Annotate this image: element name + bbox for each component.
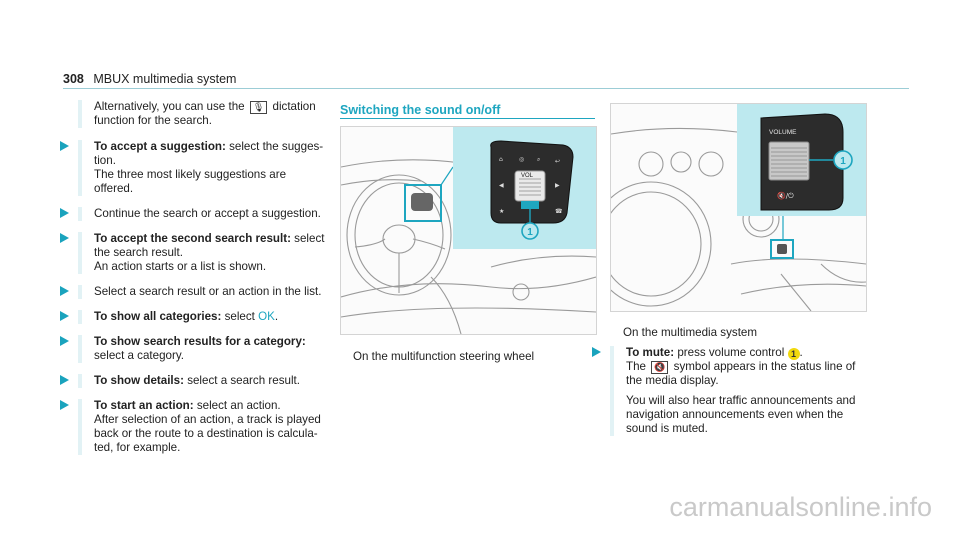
highlight-box — [404, 184, 442, 222]
svg-text:⌂: ⌂ — [499, 156, 503, 163]
figure1-caption: On the multifunction steering wheel — [353, 350, 535, 363]
step-arrow-icon — [60, 375, 69, 385]
highlight-box — [770, 239, 794, 259]
svg-text:↩: ↩ — [555, 158, 560, 165]
callout-marker — [833, 150, 853, 170]
page-header-title: MBUX multimedia system — [93, 72, 237, 86]
step-arrow-icon — [60, 311, 69, 321]
step-arrow-icon — [592, 347, 601, 357]
step-arrow-icon — [60, 233, 69, 243]
svg-text:⌕: ⌕ — [537, 156, 540, 163]
callout-number: 1 — [527, 227, 533, 238]
step-accept-suggestion: To accept a suggestion: select the sugge… — [60, 140, 326, 196]
step-arrow-icon — [60, 208, 69, 218]
header-divider — [63, 88, 909, 89]
callout-number-inline: 1 — [787, 348, 800, 360]
step-show-details: To show details: select a search result. — [60, 374, 326, 388]
step-select-result-or-action: Select a search result or an action in t… — [60, 285, 326, 299]
dictation-icon: 🎙 — [249, 101, 268, 114]
column-search: Alternatively, you can use the 🎙 dictati… — [60, 100, 326, 466]
page-header: 308 MBUX multimedia system — [63, 72, 236, 86]
svg-text:◀: ◀ — [499, 182, 504, 189]
step-arrow-icon — [60, 336, 69, 346]
volume-label: VOLUME — [769, 129, 797, 136]
step-arrow-icon — [60, 400, 69, 410]
center-console-illustration: VOLUME 🔇/⏻ 1 — [611, 104, 866, 311]
step-show-all-categories: To show all categories: select OK. — [60, 310, 326, 324]
section-title: Switching the sound on/off — [340, 103, 501, 117]
watermark: carmanualsonline.info — [669, 492, 932, 522]
svg-text:▶: ▶ — [555, 182, 560, 189]
center-console-figure: VOLUME 🔇/⏻ 1 — [610, 103, 867, 312]
steering-wheel-illustration: ⌂ ◎ ⌕ ↩ ◀ ▶ ★ ☎ VOL 1 — [341, 127, 596, 334]
mute-symbol-icon: 🔇 — [651, 361, 669, 374]
svg-text:☎: ☎ — [555, 208, 563, 215]
svg-text:◎: ◎ — [519, 156, 524, 163]
step-show-category-results: To show search results for a category: s… — [60, 335, 326, 363]
ok-link[interactable]: OK — [258, 310, 275, 323]
steering-wheel-figure: ⌂ ◎ ⌕ ↩ ◀ ▶ ★ ☎ VOL 1 — [340, 126, 597, 335]
step-start-action: To start an action: select an action. Af… — [60, 399, 326, 455]
step-arrow-icon — [60, 286, 69, 296]
step-arrow-icon — [60, 141, 69, 151]
callout-number: 1 — [840, 156, 846, 167]
callout-marker — [521, 222, 539, 240]
step-mute: To mute: press volume control 1. The 🔇 s… — [592, 346, 865, 436]
mute-power-label: 🔇/⏻ — [777, 191, 794, 200]
intro-paragraph: Alternatively, you can use the 🎙 dictati… — [78, 100, 326, 128]
section-divider — [340, 118, 595, 119]
step-continue-search: Continue the search or accept a suggesti… — [60, 207, 326, 221]
step-accept-second-result: To accept the second search result: sele… — [60, 232, 326, 274]
page-number: 308 — [63, 72, 84, 86]
column-mute: To mute: press volume control 1. The 🔇 s… — [592, 346, 865, 447]
svg-text:★: ★ — [499, 208, 504, 215]
figure2-caption: On the multimedia system — [623, 326, 758, 339]
vol-label: VOL — [521, 173, 534, 179]
